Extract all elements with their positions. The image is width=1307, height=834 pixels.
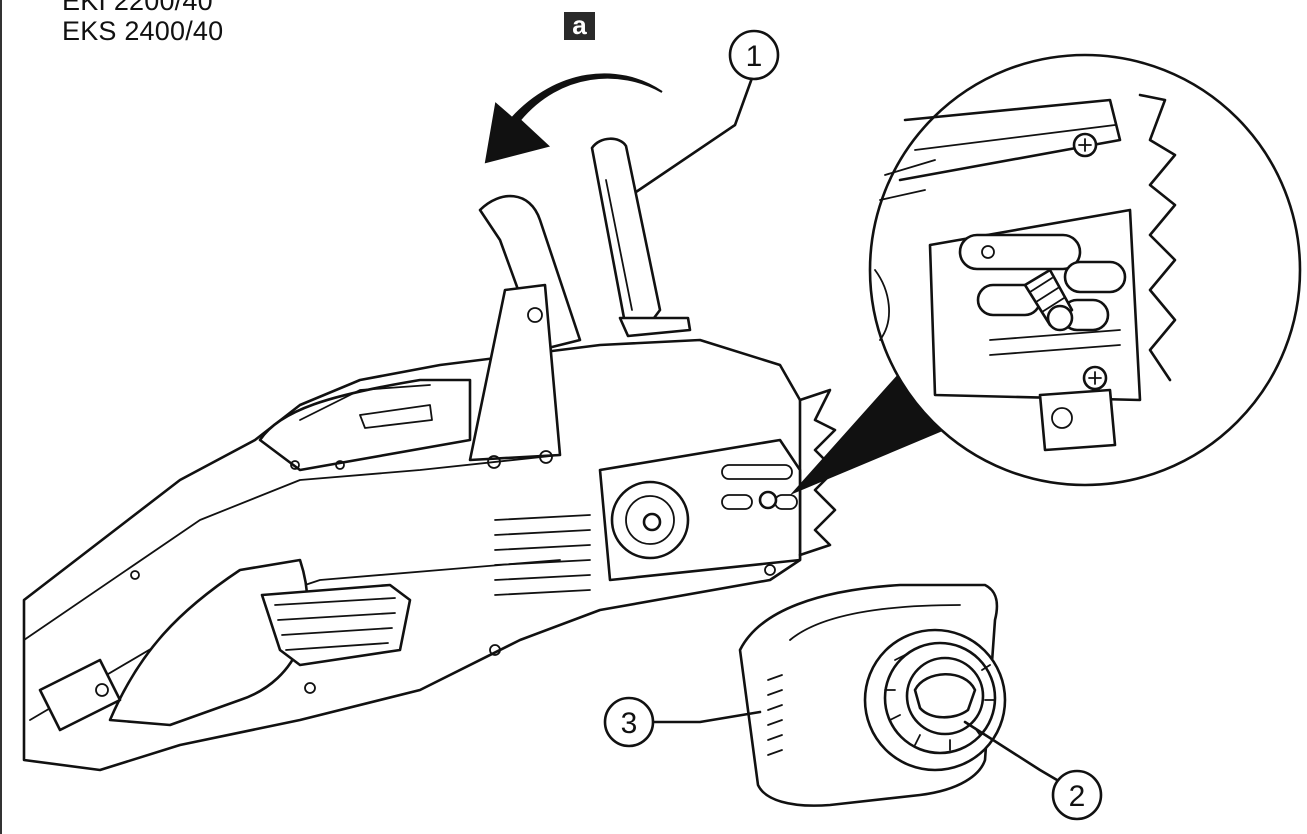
model-name-1: EKI 2200/40 — [62, 0, 213, 16]
callout-1-number: 1 — [746, 40, 763, 73]
callout-2: 2 — [963, 720, 1103, 821]
callout-2-number: 2 — [1069, 780, 1086, 813]
tensioning-lever — [590, 137, 692, 338]
callout-3-number: 3 — [621, 707, 638, 740]
chainsaw-body — [22, 194, 837, 772]
tensioning-screw — [1023, 268, 1074, 332]
left-border-line — [0, 0, 2, 834]
rotation-arrow — [484, 73, 663, 164]
detail-magnifier — [790, 53, 1302, 495]
callout-1: 1 — [634, 29, 780, 194]
chain-sprocket-cover — [738, 583, 1007, 807]
step-label-badge: a — [564, 12, 595, 40]
callout-3: 3 — [603, 696, 762, 748]
model-name-2: EKS 2400/40 — [62, 16, 224, 46]
retaining-knob — [863, 628, 1007, 772]
